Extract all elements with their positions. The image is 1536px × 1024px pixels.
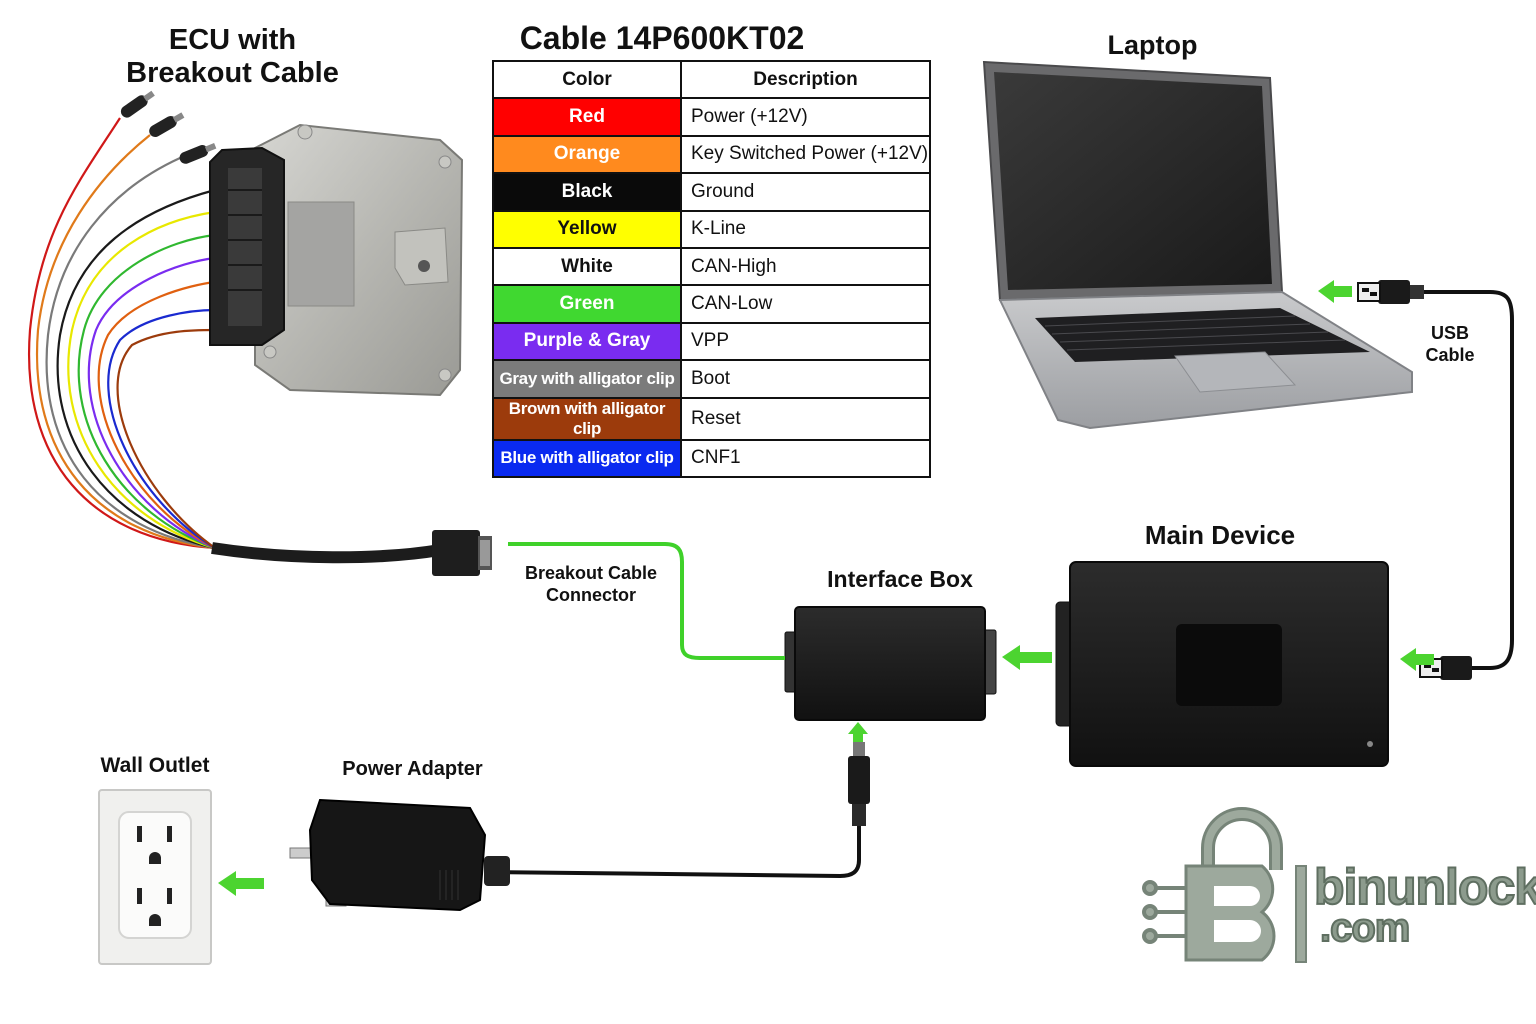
arrow-left-icon bbox=[1400, 648, 1434, 671]
power-adapter-label: Power Adapter bbox=[342, 758, 483, 780]
ecu-label-line1: ECU with bbox=[168, 24, 297, 56]
wire-description-cell: Ground bbox=[680, 172, 931, 212]
wire-description-cell: Power (+12V) bbox=[680, 97, 931, 137]
power-adapter-icon bbox=[289, 798, 510, 912]
usb-plug-icon bbox=[1357, 280, 1424, 304]
main-device-label: Main Device bbox=[1144, 520, 1296, 550]
usb-label-line1: USB bbox=[1430, 323, 1469, 343]
usb-label-line2: Cable bbox=[1425, 345, 1475, 365]
breakout-label-line2: Connector bbox=[546, 585, 636, 605]
ecu-icon bbox=[209, 123, 464, 397]
wire-color-cell: Red bbox=[492, 97, 682, 137]
power-cable bbox=[489, 826, 861, 879]
wire-color-cell: Orange bbox=[492, 134, 682, 175]
usb-cable-label: USB Cable bbox=[1415, 322, 1485, 366]
wire-color-cell: Blue with alligator clip bbox=[492, 438, 682, 478]
laptop-label: Laptop bbox=[1107, 30, 1198, 60]
interface-box-label: Interface Box bbox=[827, 566, 973, 592]
brand-domain: .com bbox=[1319, 906, 1411, 950]
cable-title: Cable 14P600KT02 bbox=[519, 20, 805, 56]
brand-name: binunlock bbox=[1313, 859, 1536, 915]
table-header-row: Color Description bbox=[492, 59, 931, 100]
wall-outlet-icon bbox=[98, 789, 212, 965]
column-header-color: Color bbox=[492, 59, 682, 100]
usb-plug-icon bbox=[1419, 656, 1472, 680]
arrow-left-icon bbox=[1002, 645, 1052, 670]
usb-cable bbox=[1357, 280, 1514, 680]
breakout-connector-label: Breakout Cable Connector bbox=[510, 562, 672, 606]
wire-description-cell: CAN-High bbox=[680, 246, 931, 287]
breakout-label-line1: Breakout Cable bbox=[524, 563, 658, 583]
ecu-label: ECU with Breakout Cable bbox=[90, 24, 375, 90]
arrow-left-icon bbox=[1318, 280, 1352, 303]
wire-color-cell: White bbox=[492, 246, 682, 287]
wire-color-cell: Black bbox=[492, 172, 682, 212]
arrow-up-icon bbox=[848, 722, 868, 742]
alligator-clips bbox=[120, 90, 217, 164]
wire-description-cell: CNF1 bbox=[680, 438, 931, 478]
wire-description-cell: VPP bbox=[680, 321, 931, 362]
wire-color-cell: Yellow bbox=[492, 209, 682, 249]
padlock-logo-icon bbox=[1142, 807, 1307, 963]
wall-outlet-label: Wall Outlet bbox=[100, 754, 210, 777]
ecu-wires bbox=[27, 117, 216, 550]
breakout-connector-plug bbox=[432, 530, 492, 576]
wire-description-cell: Key Switched Power (+12V) bbox=[680, 134, 931, 175]
breakout-link-line bbox=[508, 542, 785, 660]
arrow-left-icon bbox=[218, 871, 264, 896]
wire-color-cell: Gray with alligator clip bbox=[492, 359, 682, 399]
wire-color-cell: Brown with alligator clip bbox=[492, 396, 682, 441]
dc-barrel-plug bbox=[848, 742, 870, 826]
wire-description-cell: Boot bbox=[680, 359, 931, 399]
wire-color-cell: Green bbox=[492, 284, 682, 324]
laptop-icon bbox=[982, 60, 1413, 430]
wire-description-cell: K-Line bbox=[680, 209, 931, 249]
wire-description-cell: CAN-Low bbox=[680, 284, 931, 324]
ecu-label-line2: Breakout Cable bbox=[126, 57, 339, 89]
column-header-description: Description bbox=[680, 59, 931, 100]
wire-color-cell: Purple & Gray bbox=[492, 321, 682, 362]
wire-description-cell: Reset bbox=[680, 396, 931, 441]
interface-box-icon bbox=[784, 606, 997, 721]
braided-cable bbox=[211, 542, 441, 564]
main-device-icon bbox=[1055, 561, 1389, 767]
flow-arrows bbox=[218, 280, 1434, 896]
